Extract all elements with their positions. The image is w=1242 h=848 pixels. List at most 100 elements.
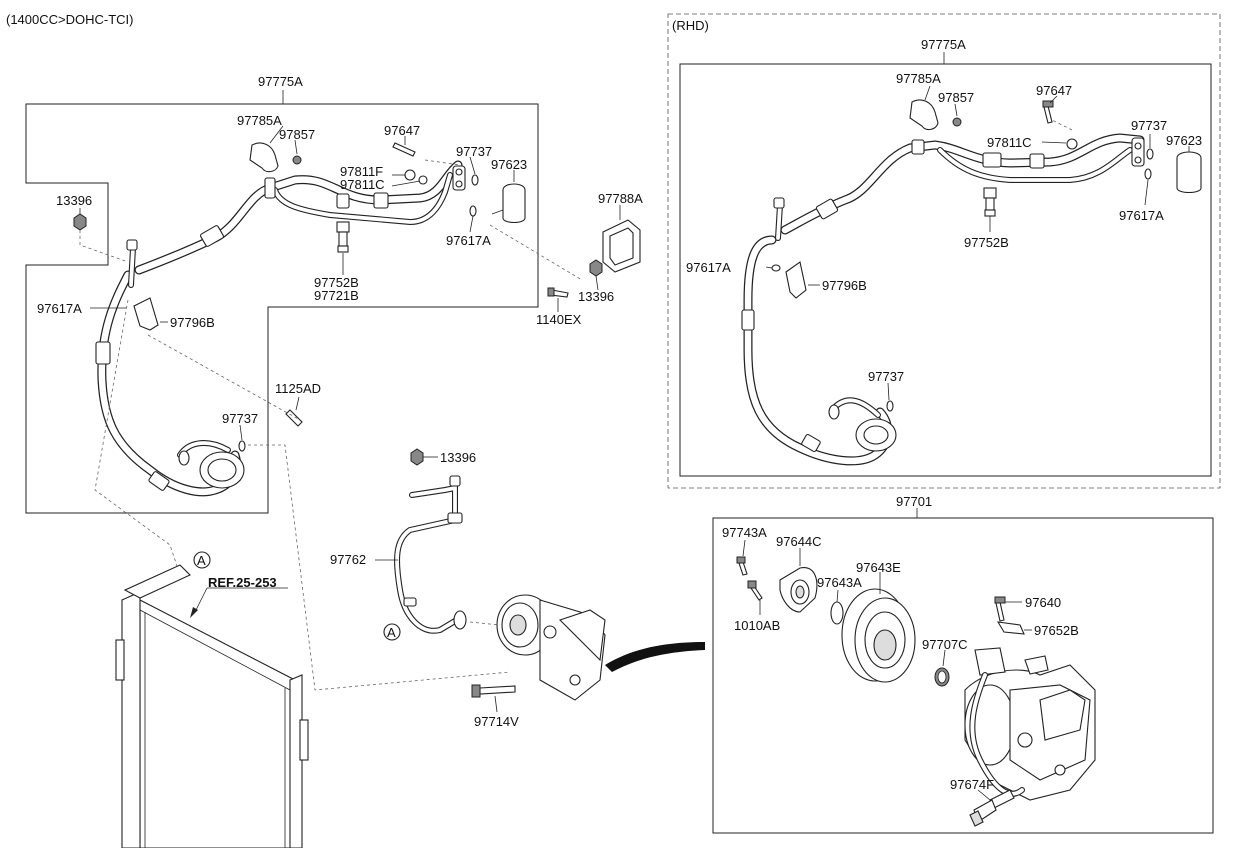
rhd-part-97785A — [909, 99, 939, 131]
label-97617A[interactable]: 97617A — [446, 233, 491, 248]
label-1140EX[interactable]: 1140EX — [536, 312, 582, 327]
label-97737[interactable]: 97737 — [222, 411, 258, 426]
label-97811C[interactable]: 97811C — [340, 177, 385, 192]
label-97714V[interactable]: 97714V — [474, 714, 519, 729]
rhd-oring-97617A — [1144, 168, 1152, 180]
condenser — [115, 564, 309, 848]
label-1010AB[interactable]: 1010AB — [734, 618, 780, 633]
rhd-part-97857 — [952, 117, 962, 127]
screw-97640 — [995, 601, 1005, 622]
label-97617A[interactable]: 97617A — [1119, 208, 1164, 223]
callout-arrow — [605, 642, 705, 672]
part-97647-bolt — [392, 142, 416, 157]
part-97623-receiver — [502, 183, 526, 224]
ref-25-253-link[interactable]: REF.25-253 — [208, 575, 277, 590]
oring-97737 — [471, 174, 479, 186]
label-97796B[interactable]: 97796B — [170, 315, 215, 330]
left-hose-assembly-group: 97775A — [25, 74, 583, 691]
label-97775A[interactable]: 97775A — [921, 37, 966, 52]
label-97762[interactable]: 97762 — [330, 552, 366, 567]
label-97647[interactable]: 97647 — [1036, 83, 1072, 98]
nut-13396-low — [410, 448, 424, 466]
part-97796B-bracket — [133, 297, 159, 331]
engine-variant-title: (1400CC>DOHC-TCI) — [6, 12, 134, 27]
label-13396[interactable]: 13396 — [440, 450, 476, 465]
label-97752B[interactable]: 97752B — [964, 235, 1009, 250]
hose-sleeve — [264, 177, 276, 199]
label-97785A[interactable]: 97785A — [896, 71, 941, 86]
label-97647[interactable]: 97647 — [384, 123, 420, 138]
snap-ring-97643A — [830, 601, 844, 625]
label-97743A[interactable]: 97743A — [722, 525, 767, 540]
part-97811F — [404, 169, 416, 181]
label-97857[interactable]: 97857 — [279, 127, 315, 142]
rhd-part-97623-receiver — [1176, 151, 1202, 194]
bolt-97714V — [479, 685, 516, 695]
rhd-hose-assembly-group: (RHD) 97775A — [667, 13, 1221, 489]
label-97811F[interactable]: 97811F — [340, 164, 383, 179]
left-assembly-frame — [25, 103, 539, 514]
oring-97737-left — [238, 440, 246, 452]
rhd-assembly-frame — [679, 63, 1212, 477]
label-97643E[interactable]: 97643E — [856, 560, 901, 575]
center-parts-group: 97788A 13396 1140EX 13396 97762 A — [115, 191, 705, 848]
label-97737[interactable]: 97737 — [868, 369, 904, 384]
rhd-oring-97617A-left — [771, 264, 781, 272]
nut-13396-left — [73, 213, 87, 231]
part-97752B-switch — [336, 221, 350, 233]
label-97623[interactable]: 97623 — [491, 157, 527, 172]
nut-13396-mid — [589, 259, 603, 277]
label-97707C[interactable]: 97707C — [922, 637, 968, 652]
label-97643A[interactable]: 97643A — [817, 575, 862, 590]
label-97674F[interactable]: 97674F — [950, 777, 994, 792]
hose-sleeve — [336, 193, 350, 209]
ref-marker-A — [193, 551, 211, 569]
bracket-97652B — [996, 621, 1025, 635]
label-97640[interactable]: 97640 — [1025, 595, 1061, 610]
ref-marker-A — [383, 623, 401, 641]
label-97811C[interactable]: 97811C — [987, 135, 1032, 150]
label-97796B[interactable]: 97796B — [822, 278, 867, 293]
compressor-detail-group: 97701 — [712, 494, 1214, 834]
rhd-oring-97737-low — [886, 400, 894, 412]
label-A: A — [387, 625, 396, 640]
part-97785A-block — [249, 142, 279, 173]
rhd-title: (RHD) — [672, 18, 709, 33]
label-13396[interactable]: 13396 — [56, 193, 92, 208]
hose-sleeve — [95, 341, 111, 365]
oring-97617A — [469, 205, 477, 217]
part-97857-nut — [292, 155, 302, 165]
bolt-1125AD — [285, 409, 303, 427]
label-97788A[interactable]: 97788A — [598, 191, 643, 206]
label-13396[interactable]: 13396 — [578, 289, 614, 304]
rhd-oring-97737 — [1146, 148, 1154, 160]
rhd-part-97796B-bracket — [785, 261, 807, 299]
compressor-body — [964, 647, 1096, 801]
label-97617A[interactable]: 97617A — [37, 301, 82, 316]
label-97701[interactable]: 97701 — [896, 494, 932, 509]
label-97737[interactable]: 97737 — [456, 144, 492, 159]
label-97775A[interactable]: 97775A — [258, 74, 303, 89]
rhd-part-97752B-switch — [983, 187, 997, 199]
bolt-97743A — [738, 561, 748, 576]
label-97737[interactable]: 97737 — [1131, 118, 1167, 133]
compressor-detail-frame — [712, 517, 1214, 834]
rhd-part-97647-bolt — [1043, 105, 1053, 124]
hose-sleeve — [148, 471, 170, 491]
label-97617A[interactable]: 97617A — [686, 260, 731, 275]
part-97811C — [418, 175, 428, 185]
compressor — [496, 594, 606, 701]
rhd-frame — [667, 13, 1221, 489]
label-A: A — [197, 553, 206, 568]
label-97623[interactable]: 97623 — [1166, 133, 1202, 148]
label-97857[interactable]: 97857 — [938, 90, 974, 105]
label-97652B[interactable]: 97652B — [1034, 623, 1079, 638]
label-97721B[interactable]: 97721B — [314, 288, 359, 303]
label-97785A[interactable]: 97785A — [237, 113, 282, 128]
label-1125AD[interactable]: 1125AD — [275, 381, 321, 396]
label-97644C[interactable]: 97644C — [776, 534, 822, 549]
hose-sleeve — [373, 192, 389, 209]
label-97752B[interactable]: 97752B — [314, 275, 359, 290]
hose-sleeve — [200, 225, 224, 247]
